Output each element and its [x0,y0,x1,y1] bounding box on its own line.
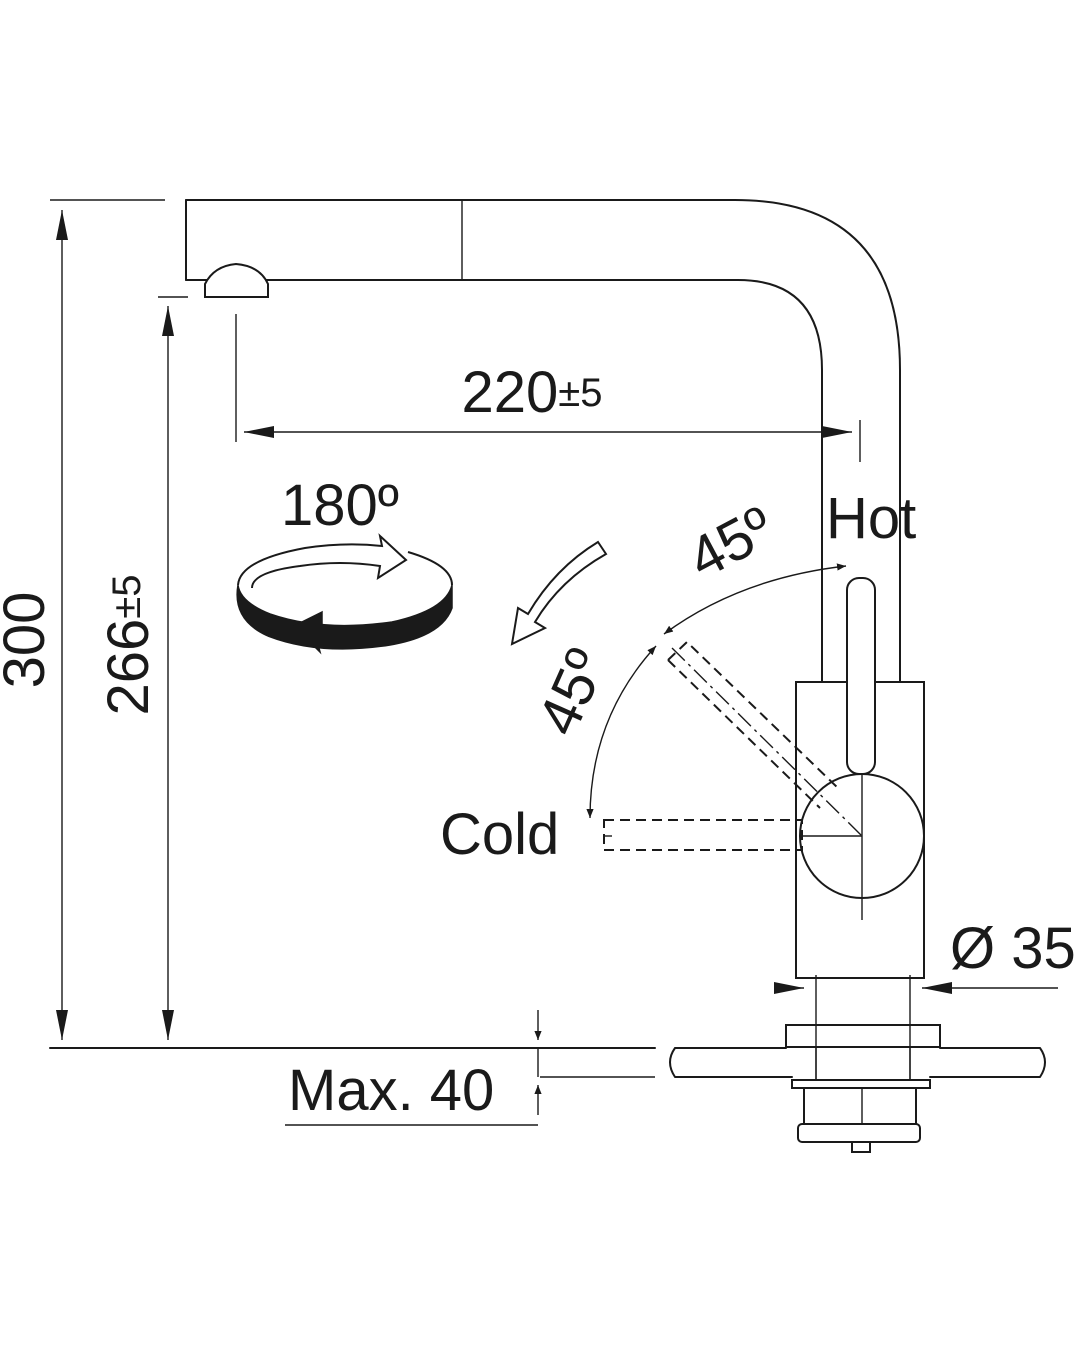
max-thickness-label: Max. 40 [288,1058,494,1123]
direction-arrow-icon [510,540,608,646]
dim-reach [235,314,861,462]
total-height-label: 300 [0,592,57,689]
dim-total-height [50,199,165,1040]
faucet-base [785,1024,941,1153]
dim-max-thickness [285,1010,542,1126]
lever-cold-position [603,819,803,851]
rotation-icon [236,533,453,655]
spout-height-tolerance: ±5 [105,575,149,619]
hot-angle-label: 45º [678,494,784,592]
dim-diameter [774,975,1058,1080]
rotation-label: 180º [281,473,399,538]
faucet-spout [185,199,901,683]
spout-height-label: 266±5 [96,575,161,716]
lever-hot [846,577,876,775]
lever-mid-position [667,640,863,837]
cold-label: Cold [440,802,559,867]
countertop [49,1047,1046,1078]
spout-height-value: 266 [96,619,161,716]
reach-value: 220 [462,360,559,425]
diameter-label: Ø 35 [950,916,1076,981]
hot-label: Hot [826,486,916,551]
reach-label: 220±5 [462,360,603,425]
angle-arcs [586,563,847,819]
dim-spout-height [158,296,188,1040]
reach-tolerance: ±5 [558,371,602,415]
